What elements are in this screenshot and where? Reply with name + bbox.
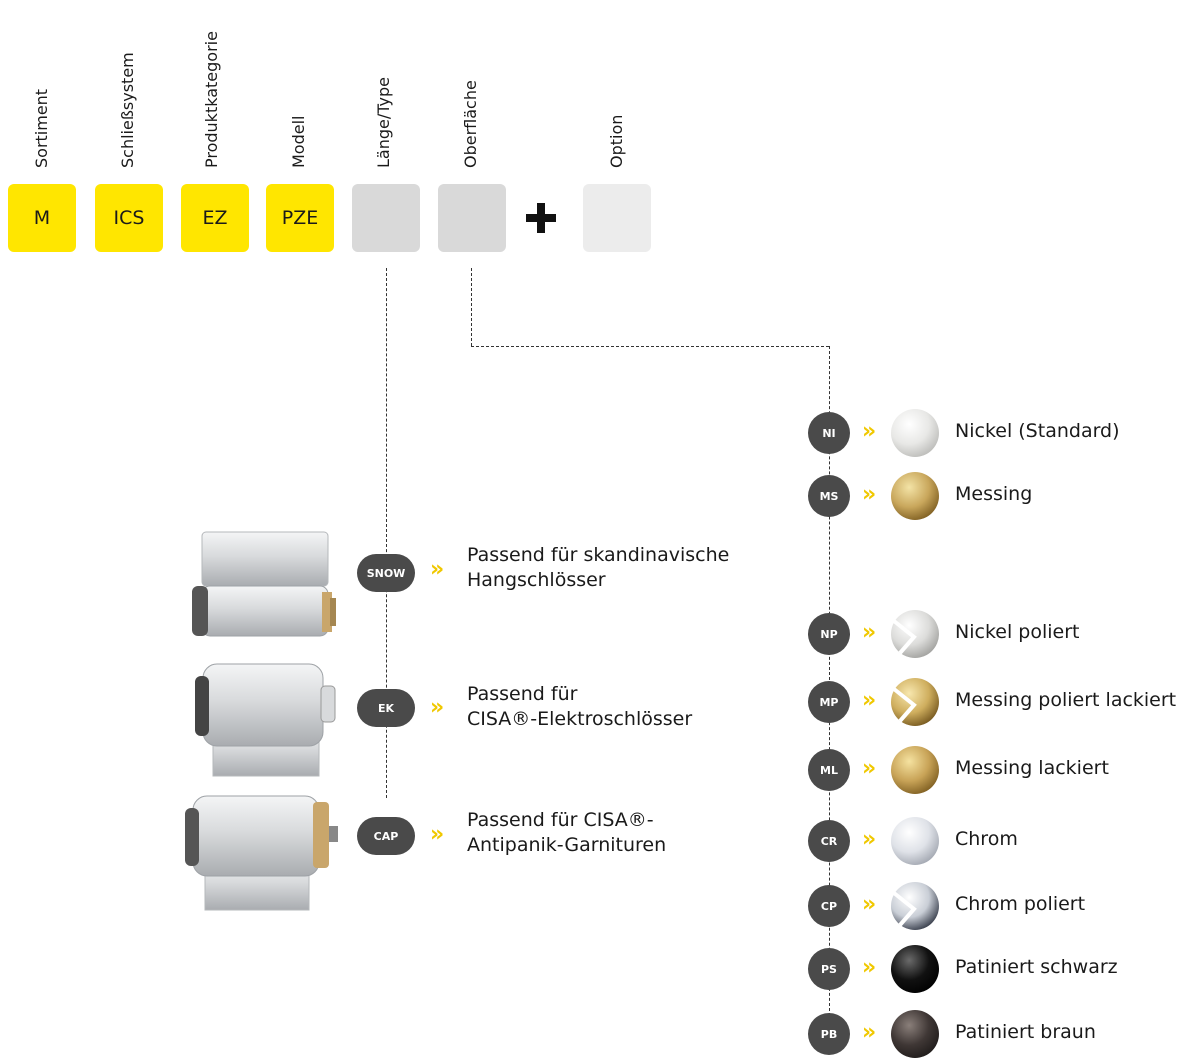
finish-badge-cp: CP: [808, 885, 850, 927]
chevron-icon: »: [862, 955, 877, 980]
chevron-icon: »: [430, 557, 445, 582]
chevron-icon: »: [862, 892, 877, 917]
code-box-schliesssystem: ICS: [95, 184, 163, 252]
chevron-icon: »: [862, 827, 877, 852]
type-badge-ek: EK: [357, 689, 415, 727]
finish-label-mp: Messing poliert lackiert: [955, 689, 1177, 711]
finish-label-np: Nickel poliert: [955, 621, 1080, 643]
code-box-modell: PZE: [266, 184, 334, 252]
connector-laenge-type: [386, 268, 387, 798]
code-box-laenge-type: [352, 184, 420, 252]
cylinder-ek-image: [195, 660, 345, 782]
finish-label-cr: Chrom: [955, 828, 1018, 850]
type-label-cap: Passend für CISA®-Antipanik-Garnituren: [467, 809, 667, 856]
chevron-icon: »: [862, 756, 877, 781]
finish-badge-pb: PB: [808, 1013, 850, 1055]
plus-icon: [526, 200, 556, 236]
finish-swatch-nickel-polished-icon: [890, 609, 940, 659]
finish-label-ms: Messing: [955, 483, 1033, 505]
connector-oberflaeche-down: [471, 268, 472, 346]
finish-swatch-chrome-icon: [890, 816, 940, 866]
finish-badge-ps: PS: [808, 948, 850, 990]
cylinder-cap-image: [185, 792, 340, 918]
type-badge-snow: SNOW: [357, 554, 415, 592]
finish-swatch-brown-icon: [890, 1009, 940, 1059]
finish-badge-np: NP: [808, 613, 850, 655]
finish-label-ni: Nickel (Standard): [955, 420, 1120, 442]
chevron-icon: »: [862, 419, 877, 444]
finish-badge-mp: MP: [808, 681, 850, 723]
code-box-oberflaeche: [438, 184, 506, 252]
type-badge-cap: CAP: [357, 817, 415, 855]
code-schliesssystem: ICS: [113, 207, 145, 229]
finish-badge-ms: MS: [808, 475, 850, 517]
finish-badge-ni: NI: [808, 412, 850, 454]
code-modell: PZE: [281, 207, 319, 229]
finish-label-cp: Chrom poliert: [955, 893, 1086, 915]
finish-swatch-brass-lacquered-icon: [890, 745, 940, 795]
chevron-icon: »: [862, 620, 877, 645]
code-produktkategorie: EZ: [202, 207, 228, 229]
finish-swatch-brass-icon: [890, 471, 940, 521]
finish-badge-cr: CR: [808, 820, 850, 862]
code-box-option: [583, 184, 651, 252]
chevron-icon: »: [862, 1020, 877, 1045]
code-box-sortiment: M: [8, 184, 76, 252]
finish-swatch-nickel-icon: [890, 408, 940, 458]
chevron-icon: »: [862, 482, 877, 507]
finish-swatch-chrome-polished-icon: [890, 881, 940, 931]
finish-label-ml: Messing lackiert: [955, 757, 1109, 779]
cylinder-snow-image: [190, 530, 340, 644]
code-sortiment: M: [33, 207, 51, 229]
code-box-produktkategorie: EZ: [181, 184, 249, 252]
connector-oberflaeche-across: [471, 346, 829, 347]
finish-label-ps: Patiniert schwarz: [955, 956, 1118, 978]
chevron-icon: »: [430, 695, 445, 720]
chevron-icon: »: [430, 822, 445, 847]
chevron-icon: »: [862, 688, 877, 713]
finish-swatch-brass-polished-icon: [890, 677, 940, 727]
finish-badge-ml: ML: [808, 749, 850, 791]
finish-label-pb: Patiniert braun: [955, 1021, 1096, 1043]
finish-swatch-black-icon: [890, 944, 940, 994]
